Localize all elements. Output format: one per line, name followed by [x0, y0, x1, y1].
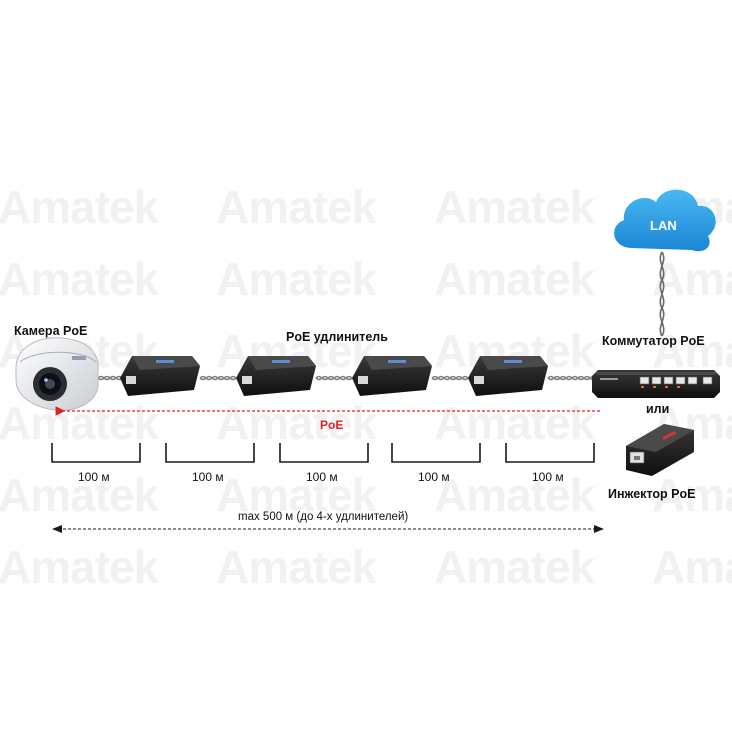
watermark-text: Amatek — [0, 469, 159, 521]
poe-injector-icon — [626, 424, 694, 476]
poe-extender-icon — [236, 356, 316, 396]
segment-bracket — [279, 443, 369, 463]
watermark-text: Amatek — [652, 325, 732, 377]
segment-length-label: 100 м — [418, 470, 450, 484]
poe-switch-icon — [592, 370, 720, 398]
extenders-group — [120, 356, 548, 396]
segment-length-label: 100 м — [532, 470, 564, 484]
lan-label: LAN — [650, 218, 677, 233]
watermark-text: Amatek — [652, 469, 732, 521]
watermark-text: Amatek — [434, 253, 595, 305]
twisted-pair-cable — [199, 375, 237, 381]
camera-label: Камера PoE — [14, 324, 88, 338]
lan-cable — [659, 251, 665, 337]
watermark-text: Amatek — [216, 541, 377, 593]
total-distance-label: max 500 м (до 4-х удлинителей) — [238, 511, 409, 523]
twisted-pair-cable — [315, 375, 353, 381]
segment-length-label: 100 м — [78, 470, 110, 484]
watermark-text: Amatek — [216, 397, 377, 449]
poe-extender-icon — [120, 356, 200, 396]
segment-bracket — [391, 443, 481, 463]
watermark-text: Amatek — [216, 253, 377, 305]
watermark-text: Amatek — [216, 469, 377, 521]
poe-flow-label: PoE — [320, 418, 344, 432]
watermark-text: Amatek — [434, 397, 595, 449]
watermark-text: Amatek — [652, 541, 732, 593]
watermark-text: Amatek — [0, 541, 159, 593]
extender-label: PoE удлинитель — [286, 330, 388, 344]
poe-extender-icon — [468, 356, 548, 396]
watermark-text: Amatek — [652, 253, 732, 305]
switch-label: Коммутатор PoE — [602, 334, 705, 348]
injector-label: Инжектор PoE — [608, 487, 696, 501]
segment-bracket — [51, 443, 141, 463]
watermark-text: Amatek — [0, 181, 159, 233]
segment-length-label: 100 м — [306, 470, 338, 484]
watermark-text: Amatek — [434, 469, 595, 521]
watermark-text: Amatek — [0, 253, 159, 305]
segment-length-label: 100 м — [192, 470, 224, 484]
twisted-pair-cable — [431, 375, 469, 381]
watermark-text: Amatek — [216, 181, 377, 233]
watermark-text: Amatek — [434, 541, 595, 593]
twisted-pair-cable — [547, 375, 597, 381]
total-span-arrow — [52, 525, 604, 533]
segment-bracket — [165, 443, 255, 463]
watermark-text: Amatek — [434, 181, 595, 233]
segment-bracket — [505, 443, 595, 463]
twisted-pair-cable — [97, 375, 123, 381]
poe-extender-icon — [352, 356, 432, 396]
dome-camera-icon — [15, 337, 99, 411]
chain-cables — [97, 375, 597, 381]
lan-cloud-icon — [614, 189, 716, 252]
or-label: или — [646, 402, 670, 416]
distance-brackets — [51, 443, 595, 463]
